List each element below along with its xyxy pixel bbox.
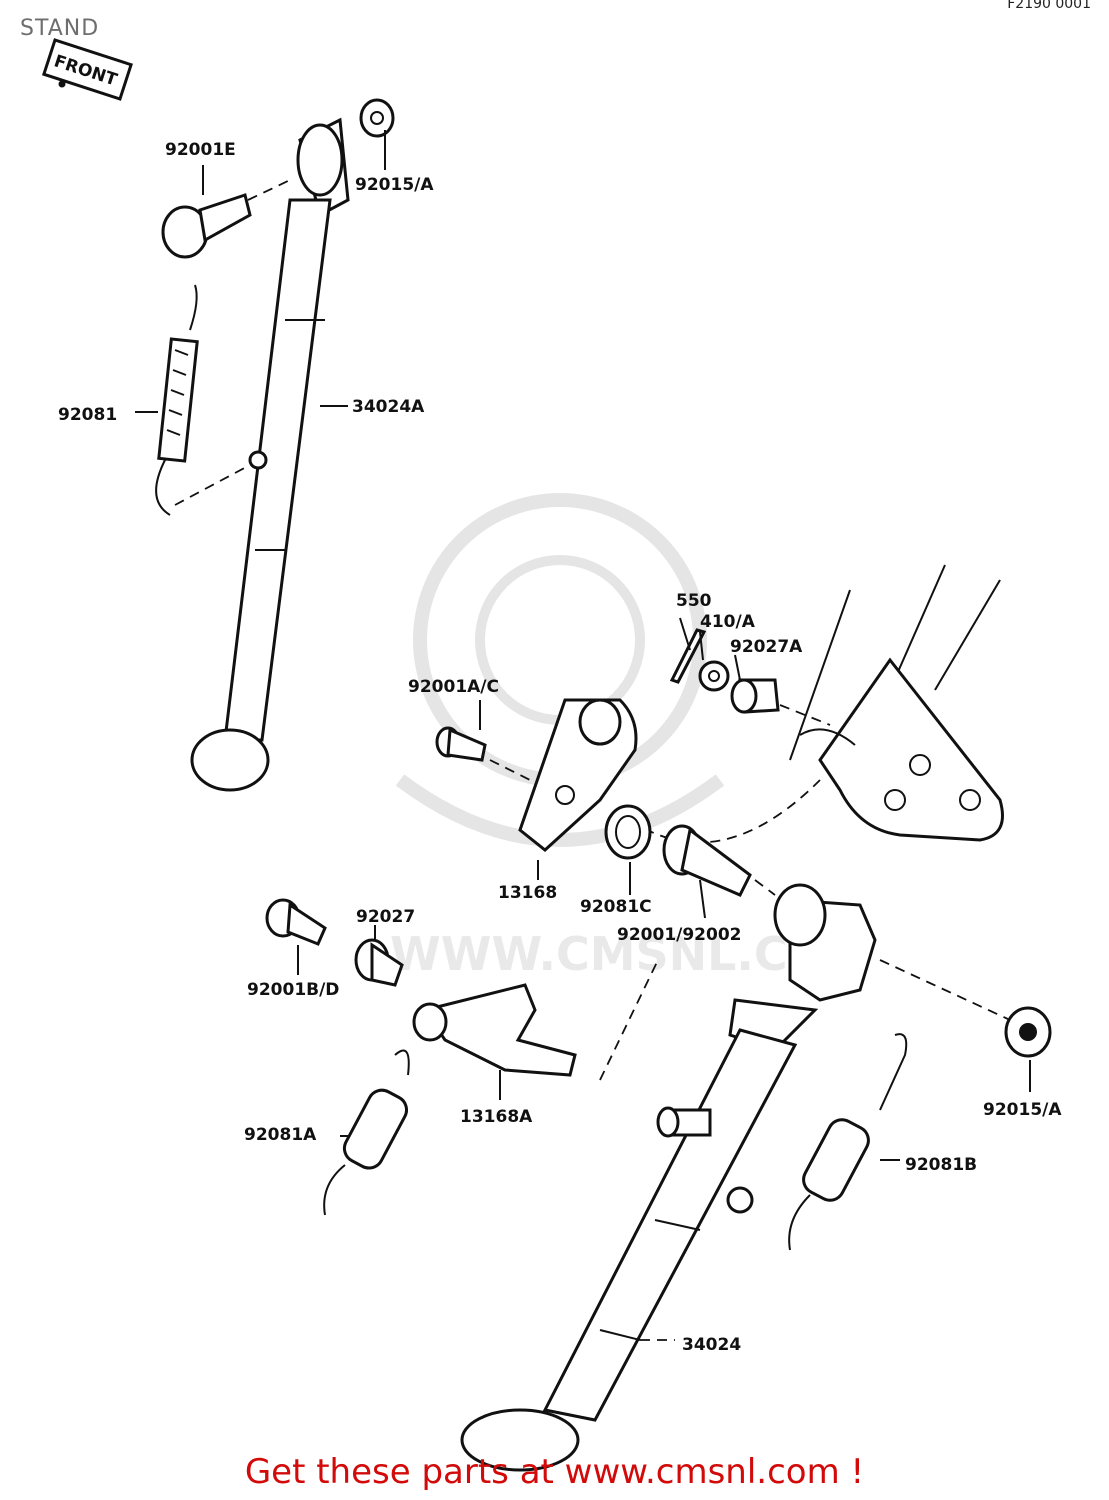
label-92001-92002: 92001/92002 [617, 925, 742, 945]
spring-92081 [155, 284, 199, 516]
label-92015a-bottom: 92015/A [983, 1100, 1062, 1120]
label-92001bd: 92001B/D [247, 980, 339, 1000]
label-13168: 13168 [498, 883, 557, 903]
label-92027: 92027 [356, 907, 415, 927]
bolt-92001ac [435, 726, 487, 762]
side-stand-34024a [190, 117, 350, 792]
spring-92081b [788, 1033, 908, 1251]
label-34024: 34024 [682, 1335, 741, 1355]
label-92001ac: 92001A/C [408, 677, 499, 697]
washer-410a [698, 660, 730, 692]
nut-92015a-bottom [1004, 1006, 1052, 1058]
label-92015a-top: 92015/A [355, 175, 434, 195]
collar-92027 [354, 938, 404, 987]
label-34024a: 34024A [352, 397, 425, 417]
cotter-pin-550 [669, 628, 707, 684]
collar-92027a [730, 678, 780, 714]
label-92081c: 92081C [580, 897, 652, 917]
bolt-92001bd [265, 898, 327, 946]
label-92081: 92081 [58, 405, 117, 425]
nut-92015a-top [359, 98, 395, 138]
clip-92081c [604, 804, 652, 860]
lever-13168 [518, 698, 638, 852]
plate-13168a [412, 983, 577, 1077]
page-title: STAND [20, 16, 100, 41]
label-410a: 410/A [700, 612, 756, 632]
label-92081b: 92081B [905, 1155, 977, 1175]
front-direction-badge: FRONT [41, 38, 133, 101]
label-550: 550 [676, 591, 712, 611]
badge-dot [58, 80, 66, 88]
frame-bracket [789, 564, 1004, 842]
label-92001e: 92001E [165, 140, 236, 160]
cmsnl-parts-link[interactable]: Get these parts at www.cmsnl.com ! [244, 1452, 865, 1492]
bolt-92001e [161, 193, 252, 259]
label-92027a: 92027A [730, 637, 803, 657]
side-stand-34024 [460, 883, 877, 1472]
spring-92081a [323, 1049, 410, 1216]
label-13168a: 13168A [460, 1107, 533, 1127]
label-92081a: 92081A [244, 1125, 317, 1145]
page-code: F2190 0001 [1007, 0, 1091, 12]
bolt-92001-92002 [662, 824, 752, 897]
